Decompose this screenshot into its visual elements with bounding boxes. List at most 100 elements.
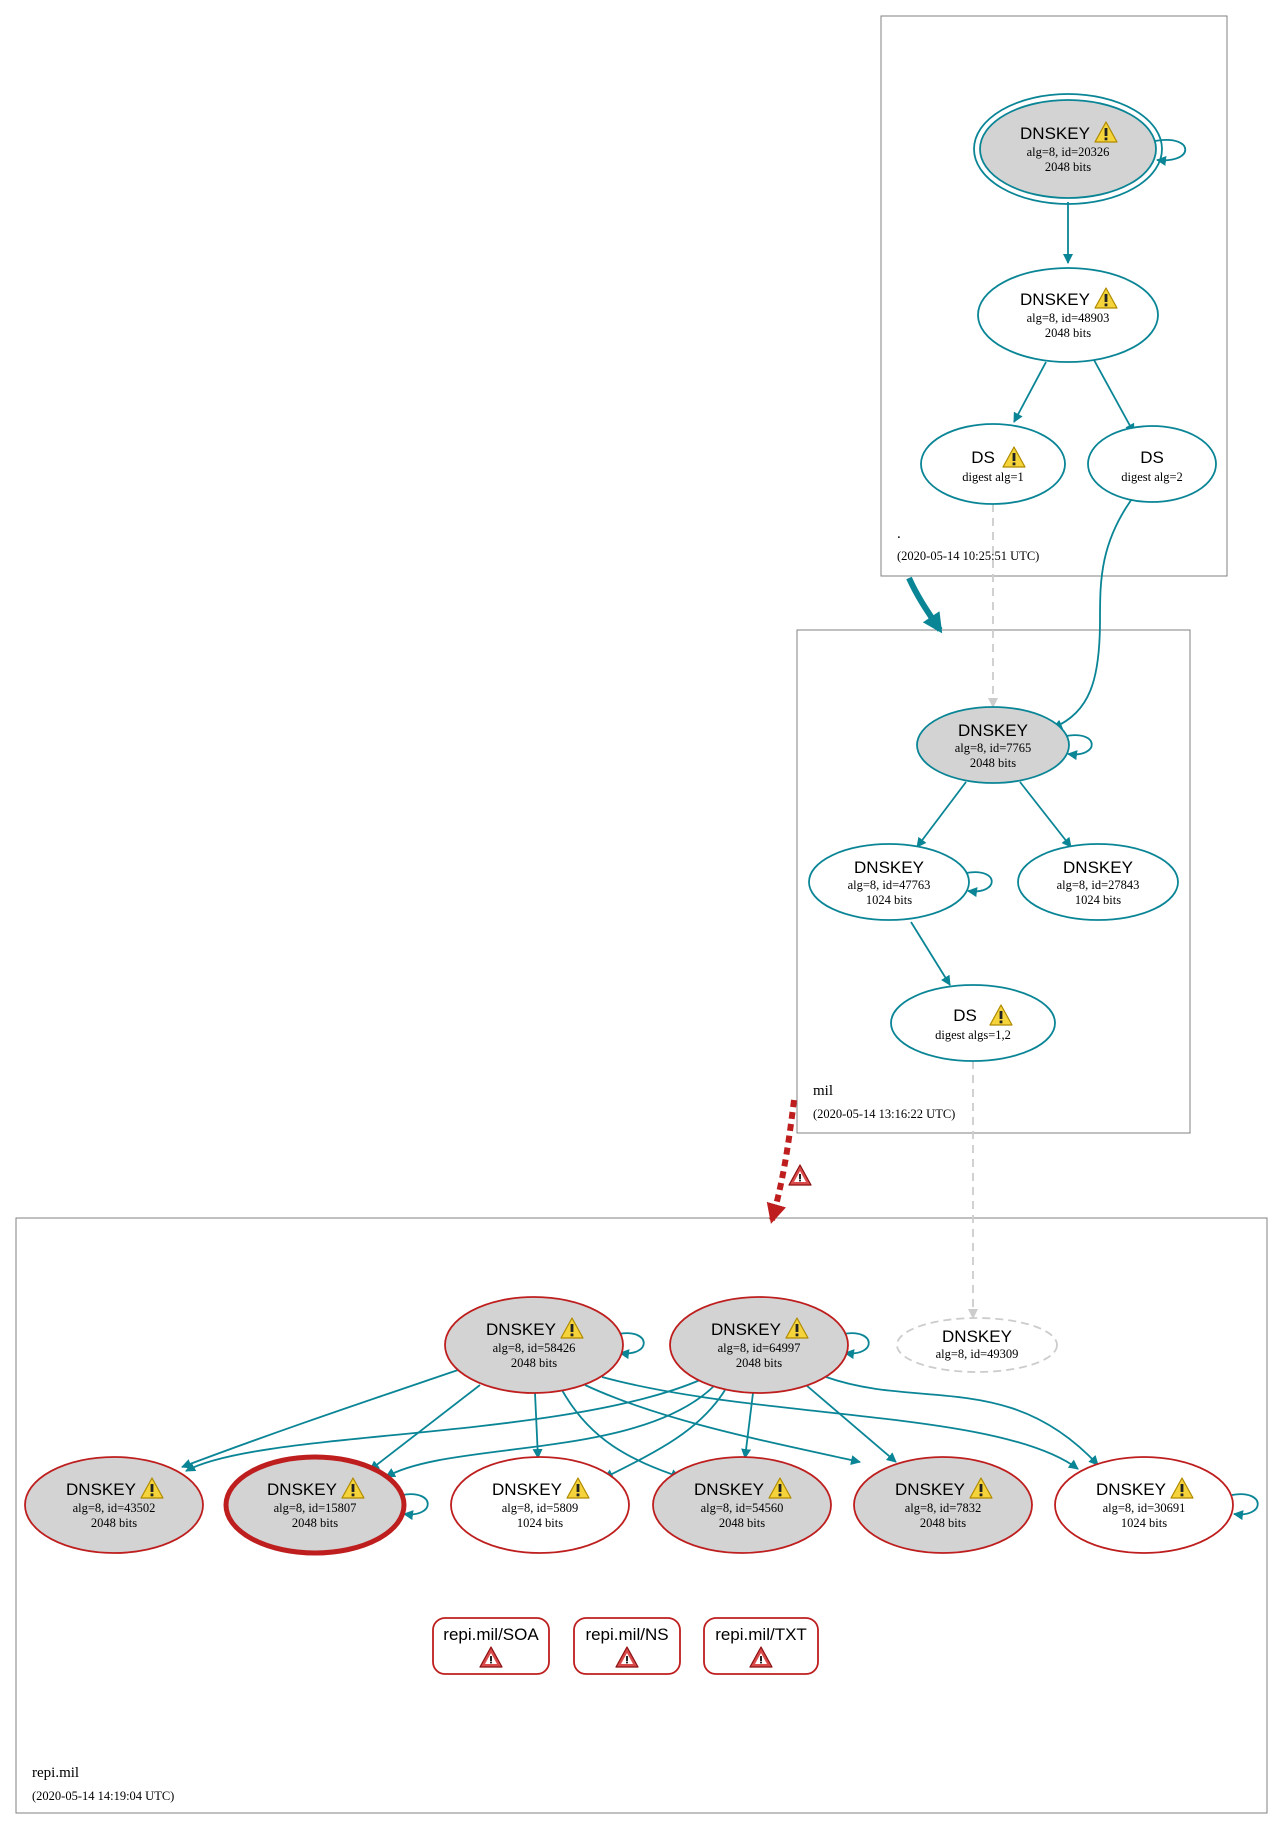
rrset-soa[interactable]: repi.mil/SOA bbox=[432, 1617, 550, 1675]
node-title: DNSKEY bbox=[267, 1480, 337, 1499]
zone-root-timestamp: (2020-05-14 10:25:51 UTC) bbox=[897, 549, 1039, 563]
node-title: DNSKEY bbox=[486, 1320, 556, 1339]
edge-repi-58426-to-7832 bbox=[584, 1384, 861, 1465]
node-title: DS bbox=[1140, 448, 1164, 467]
node-size: 2048 bits bbox=[736, 1356, 782, 1370]
node-title: DNSKEY bbox=[1020, 124, 1090, 143]
node-title: DNSKEY bbox=[958, 721, 1028, 740]
edge-repi-58426-to-43502 bbox=[181, 1369, 459, 1469]
node-mil-ds[interactable]: DS digest algs=1,2 bbox=[890, 984, 1056, 1062]
node-title: DNSKEY bbox=[694, 1480, 764, 1499]
node-detail: alg=8, id=27843 bbox=[1057, 878, 1140, 892]
node-size: 2048 bits bbox=[920, 1516, 966, 1530]
delegation-error-icon bbox=[788, 1164, 812, 1186]
node-size: 1024 bits bbox=[1075, 893, 1121, 907]
zone-root: . (2020-05-14 10:25:51 UTC) bbox=[880, 15, 1228, 577]
edge-repi-58426-to-5809 bbox=[532, 1392, 543, 1459]
node-repi-49309[interactable]: DNSKEY alg=8, id=49309 bbox=[896, 1317, 1058, 1373]
node-detail: alg=8, id=48903 bbox=[1027, 311, 1110, 325]
node-size: 2048 bits bbox=[292, 1516, 338, 1530]
node-root-ds1[interactable]: DS digest alg=1 bbox=[920, 423, 1066, 505]
node-detail: alg=8, id=20326 bbox=[1027, 145, 1110, 159]
rrset-label: repi.mil/SOA bbox=[443, 1625, 539, 1644]
edge-repi-64997-to-7832 bbox=[805, 1384, 897, 1463]
node-repi-7832[interactable]: DNSKEY alg=8, id=7832 2048 bits bbox=[853, 1456, 1033, 1554]
edge-root-zsk-to-ds1 bbox=[1013, 361, 1047, 423]
node-detail: alg=8, id=49309 bbox=[936, 1347, 1019, 1361]
node-repi-15807[interactable]: DNSKEY alg=8, id=15807 2048 bits bbox=[223, 1454, 407, 1556]
node-title: DNSKEY bbox=[1096, 1480, 1166, 1499]
node-detail: alg=8, id=15807 bbox=[274, 1501, 357, 1515]
node-mil-zsk2[interactable]: DNSKEY alg=8, id=27843 1024 bits bbox=[1017, 843, 1179, 921]
node-size: 2048 bits bbox=[1045, 160, 1091, 174]
node-title: DNSKEY bbox=[942, 1327, 1012, 1346]
edge-repi-58426-to-54560 bbox=[561, 1389, 681, 1479]
edge-repi-64997-to-54560 bbox=[741, 1392, 754, 1459]
node-size: 2048 bits bbox=[1045, 326, 1091, 340]
edge-root-ksk-self bbox=[1154, 139, 1186, 166]
node-repi-54560[interactable]: DNSKEY alg=8, id=54560 2048 bits bbox=[652, 1456, 832, 1554]
rrset-label: repi.mil/TXT bbox=[715, 1625, 807, 1644]
node-repi-30691[interactable]: DNSKEY alg=8, id=30691 1024 bits bbox=[1054, 1456, 1234, 1554]
node-detail: digest alg=2 bbox=[1121, 470, 1183, 484]
edge-repi-15807-self bbox=[401, 1493, 429, 1521]
edge-repi-64997-to-5809 bbox=[603, 1389, 726, 1479]
edge-delegation-mil-to-repi bbox=[766, 1099, 797, 1224]
node-title: DNSKEY bbox=[895, 1480, 965, 1499]
node-root-ksk[interactable]: DNSKEY alg=8, id=20326 2048 bits bbox=[973, 93, 1163, 205]
edge-mil-ksk-to-zsk1 bbox=[916, 781, 967, 848]
node-repi-58426[interactable]: DNSKEY alg=8, id=58426 2048 bits bbox=[444, 1296, 624, 1394]
node-mil-zsk1[interactable]: DNSKEY alg=8, id=47763 1024 bits bbox=[808, 843, 970, 921]
node-detail: alg=8, id=47763 bbox=[848, 878, 931, 892]
edge-root-zsk-to-ds2 bbox=[1093, 359, 1135, 434]
edges bbox=[181, 139, 1259, 1521]
rrset-txt[interactable]: repi.mil/TXT bbox=[703, 1617, 819, 1675]
node-repi-5809[interactable]: DNSKEY alg=8, id=5809 1024 bits bbox=[450, 1456, 630, 1554]
node-detail: alg=8, id=43502 bbox=[73, 1501, 156, 1515]
node-repi-64997[interactable]: DNSKEY alg=8, id=64997 2048 bits bbox=[669, 1296, 849, 1394]
node-detail: alg=8, id=54560 bbox=[701, 1501, 784, 1515]
edge-mil-zsk1-self bbox=[965, 871, 993, 898]
edge-repi-64997-to-43502 bbox=[185, 1379, 701, 1472]
node-title: DNSKEY bbox=[66, 1480, 136, 1499]
node-detail: alg=8, id=7832 bbox=[905, 1501, 982, 1515]
zone-root-name: . bbox=[897, 526, 901, 542]
edge-repi-64997-self bbox=[842, 1332, 870, 1360]
zone-repi-name: repi.mil bbox=[32, 1765, 79, 1781]
edge-mil-zsk1-to-ds bbox=[910, 921, 951, 986]
edge-root-ds2-to-mil-ksk bbox=[1052, 491, 1138, 730]
node-title: DNSKEY bbox=[1020, 290, 1090, 309]
node-title: DNSKEY bbox=[492, 1480, 562, 1499]
node-detail: digest alg=1 bbox=[962, 470, 1024, 484]
node-detail: alg=8, id=58426 bbox=[493, 1341, 576, 1355]
node-mil-ksk[interactable]: DNSKEY alg=8, id=7765 2048 bits bbox=[916, 706, 1070, 784]
edge-mil-ksk-self bbox=[1065, 734, 1093, 761]
node-size: 2048 bits bbox=[91, 1516, 137, 1530]
node-detail: alg=8, id=7765 bbox=[955, 741, 1032, 755]
node-detail: alg=8, id=30691 bbox=[1103, 1501, 1186, 1515]
node-root-zsk[interactable]: DNSKEY alg=8, id=48903 2048 bits bbox=[977, 267, 1159, 363]
edge-mil-ksk-to-zsk2 bbox=[1019, 781, 1072, 848]
node-size: 1024 bits bbox=[1121, 1516, 1167, 1530]
zone-mil-name: mil bbox=[813, 1083, 833, 1099]
zone-repi-timestamp: (2020-05-14 14:19:04 UTC) bbox=[32, 1789, 174, 1803]
edge-repi-58426-self bbox=[617, 1332, 645, 1360]
zone-mil-timestamp: (2020-05-14 13:16:22 UTC) bbox=[813, 1107, 955, 1121]
nodes: DNSKEY alg=8, id=20326 2048 bits DNSKEY … bbox=[24, 93, 1234, 1675]
node-root-ds2[interactable]: DS digest alg=2 bbox=[1087, 425, 1217, 503]
node-detail: digest algs=1,2 bbox=[935, 1028, 1011, 1042]
edge-repi-30691-self bbox=[1231, 1493, 1259, 1521]
node-title: DNSKEY bbox=[711, 1320, 781, 1339]
rrset-ns[interactable]: repi.mil/NS bbox=[573, 1617, 681, 1675]
edge-repi-64997-to-30691 bbox=[825, 1376, 1099, 1466]
node-title: DS bbox=[971, 448, 995, 467]
node-title: DNSKEY bbox=[854, 858, 924, 877]
edge-repi-58426-to-15807 bbox=[369, 1384, 481, 1471]
edge-repi-58426-to-30691 bbox=[601, 1376, 1079, 1470]
node-detail: alg=8, id=5809 bbox=[502, 1501, 579, 1515]
edge-delegation-root-to-mil bbox=[906, 576, 943, 634]
node-repi-43502[interactable]: DNSKEY alg=8, id=43502 2048 bits bbox=[24, 1456, 204, 1554]
node-size: 2048 bits bbox=[511, 1356, 557, 1370]
node-detail: alg=8, id=64997 bbox=[718, 1341, 801, 1355]
